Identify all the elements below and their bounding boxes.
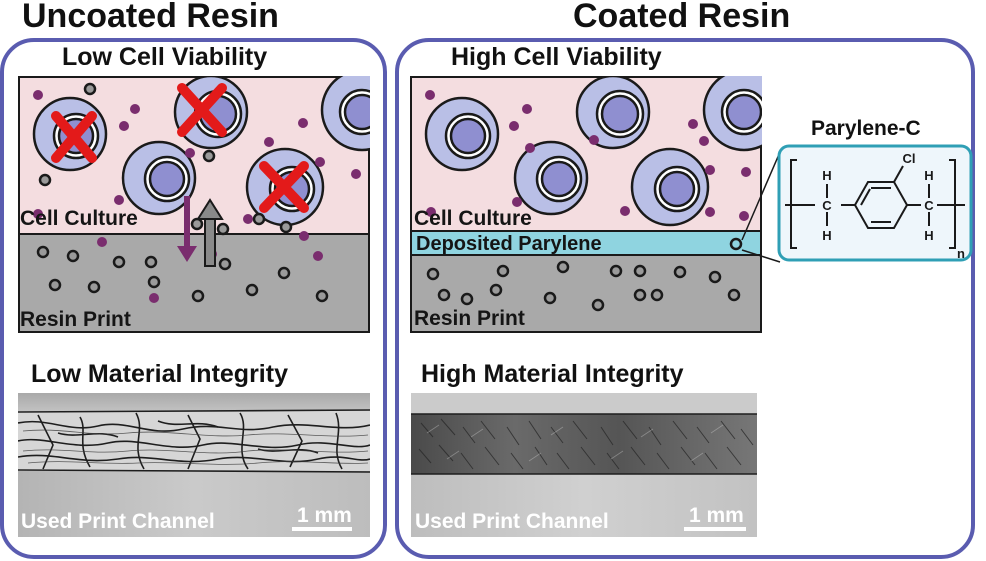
coated-panel xyxy=(395,38,975,559)
zoom-callout-lines xyxy=(741,151,781,263)
cell-partial xyxy=(702,76,762,152)
cell xyxy=(173,76,249,150)
hydrogen-atom: H xyxy=(822,168,831,183)
leachate-particles xyxy=(36,82,329,303)
carbon-atom: C xyxy=(924,198,934,213)
used-print-channel-label: Used Print Channel xyxy=(21,510,215,533)
dead-cell-x-mark xyxy=(259,161,309,213)
uncoated-channel-micrograph xyxy=(18,393,370,537)
scale-bar-label: 1 mm xyxy=(297,504,352,527)
deposited-parylene-label: Deposited Parylene xyxy=(416,233,602,255)
nutrient-molecules xyxy=(425,90,751,221)
cell xyxy=(630,147,710,227)
scale-bar-label: 1 mm xyxy=(689,504,744,527)
uncoated-schematic xyxy=(18,76,370,333)
cell xyxy=(513,140,589,216)
cell-partial xyxy=(320,76,370,152)
parylene-c-title: Parylene-C xyxy=(811,117,921,140)
nutrient-absorption-arrow xyxy=(177,196,197,262)
dead-cell-x-mark xyxy=(177,83,227,137)
high-cell-viability-heading: High Cell Viability xyxy=(451,43,662,71)
scale-bar xyxy=(684,527,746,531)
carbon-atom: C xyxy=(822,198,832,213)
leachate-particles xyxy=(426,260,741,312)
high-material-integrity-heading: High Material Integrity xyxy=(421,360,684,388)
leachate-release-arrow xyxy=(196,198,224,267)
hydrogen-atom: H xyxy=(924,228,933,243)
hydrogen-atom: H xyxy=(924,168,933,183)
low-cell-viability-heading: Low Cell Viability xyxy=(62,43,268,71)
coated-resin-title: Coated Resin xyxy=(573,0,791,35)
uncoated-panel xyxy=(0,38,387,559)
polymer-repeat-subscript: n xyxy=(957,246,965,261)
cell xyxy=(424,96,500,172)
dead-cell-x-mark xyxy=(51,111,97,163)
used-print-channel-label: Used Print Channel xyxy=(415,510,609,533)
low-material-integrity-heading: Low Material Integrity xyxy=(31,360,288,388)
deposited-parylene-layer xyxy=(410,230,762,256)
scale-bar xyxy=(292,527,352,531)
coated-schematic xyxy=(410,76,762,333)
cell-culture-label: Cell Culture xyxy=(414,207,532,230)
uncoated-resin-title: Uncoated Resin xyxy=(22,0,279,35)
cell-culture-label: Cell Culture xyxy=(20,207,138,230)
resin-print-label: Resin Print xyxy=(20,308,131,331)
parylene-c-structure: H C H H C H Cl n xyxy=(777,144,973,262)
chlorine-atom: Cl xyxy=(903,151,916,166)
coated-channel-micrograph xyxy=(411,393,757,537)
resin-print-label: Resin Print xyxy=(414,307,525,330)
cell xyxy=(121,140,197,216)
hydrogen-atom: H xyxy=(822,228,831,243)
parylene-zoom-point xyxy=(729,237,743,251)
cell xyxy=(575,76,651,150)
